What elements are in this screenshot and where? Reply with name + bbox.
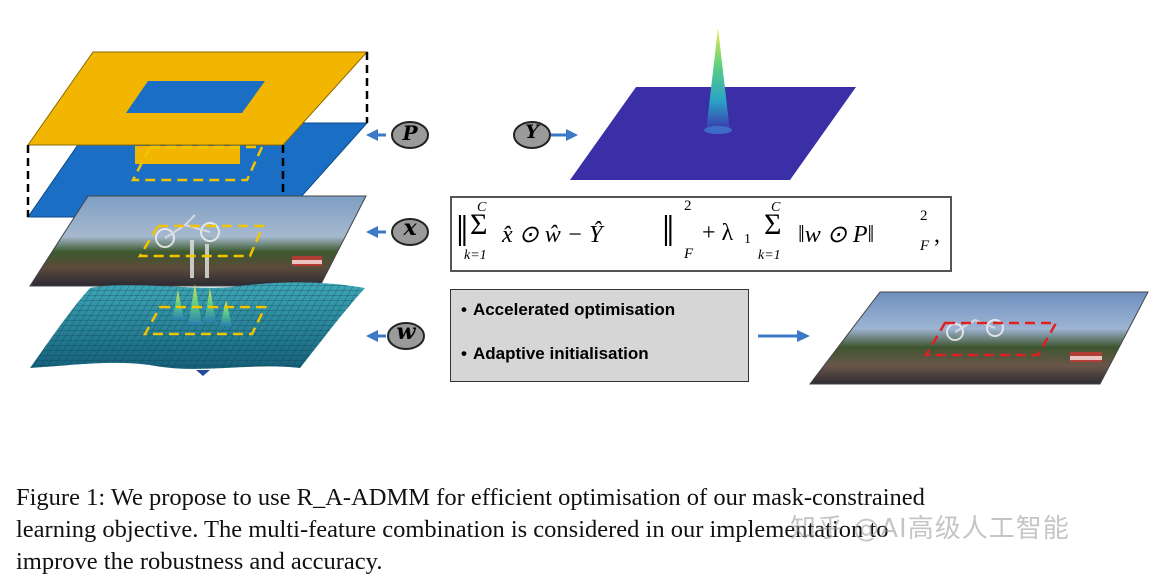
label-y: Y	[525, 121, 539, 143]
caption-line-2: learning objective. The multi-feature co…	[16, 516, 889, 543]
sum2-top: C	[771, 200, 781, 215]
subscript1: F	[684, 246, 694, 262]
sum1-bottom: k=1	[464, 248, 487, 263]
mask-blue-inner-rect	[135, 146, 240, 164]
lambda-sub: 1	[744, 232, 751, 247]
bullet-text-adaptive: Adaptive initialisation	[472, 344, 649, 363]
sum2-bottom: k=1	[758, 248, 781, 263]
label-x: x	[403, 215, 417, 241]
formula-comma: ,	[934, 222, 940, 248]
optimisation-features-box: •Accelerated optimisation •Adaptive init…	[450, 289, 749, 382]
sum1-sigma: Σ	[470, 208, 488, 241]
bullet-item: •Accelerated optimisation	[461, 300, 676, 319]
power2: 2	[920, 208, 928, 224]
image-layer-x	[29, 195, 367, 287]
bike-silhouette	[155, 214, 220, 278]
objective-formula-box: ‖ C Σ k=1 x̂ ⊙ ŵ − Ŷ ‖ 2 F + λ 1 C Σ k=1…	[450, 196, 952, 272]
arrow-p	[366, 129, 386, 141]
lambda-term: + λ	[702, 220, 734, 246]
arrow-y	[551, 129, 578, 141]
label-w: w	[396, 319, 416, 345]
term2: ‖w ⊙ P‖	[798, 222, 875, 248]
method-figure	[26, 28, 1149, 385]
caption-line-3: improve the robustness and accuracy.	[16, 548, 383, 575]
response-peak	[706, 28, 730, 132]
bullet-text-accelerated: Accelerated optimisation	[472, 300, 676, 319]
filter-peaks	[172, 284, 232, 376]
arrow-w	[366, 330, 386, 342]
arrow-result	[758, 330, 810, 342]
label-p-circle	[391, 121, 429, 149]
mask-blue-dashed-box	[130, 145, 264, 182]
result-dashed-box	[923, 321, 1059, 357]
watermark: 知乎 @AI高级人工智能	[790, 514, 1070, 544]
caption-line-1: Figure 1: We propose to use R_A-ADMM for…	[16, 484, 925, 511]
subscript2: F	[920, 238, 930, 254]
mask-yellow-hole	[126, 81, 265, 113]
image-x-dashed-box	[137, 224, 265, 258]
result-image	[808, 291, 1149, 385]
label-x-circle	[391, 218, 429, 246]
label-y-circle	[513, 121, 551, 149]
bullet-item: •Adaptive initialisation	[461, 344, 649, 363]
norm-bar-right: ‖	[662, 207, 675, 256]
sum1-top: C	[477, 200, 487, 215]
arrow-x	[366, 226, 386, 238]
power1: 2	[684, 198, 692, 214]
filter-dashed-box	[142, 305, 267, 336]
term1: x̂ ⊙ ŵ − Ŷ	[502, 222, 603, 248]
label-w-circle	[387, 322, 425, 350]
figure-caption: Figure 1: We propose to use R_A-ADMM for…	[16, 482, 1166, 578]
label-p: P	[402, 121, 418, 145]
norm-bar-left: ‖	[456, 207, 469, 256]
sum2-sigma: Σ	[764, 208, 782, 241]
